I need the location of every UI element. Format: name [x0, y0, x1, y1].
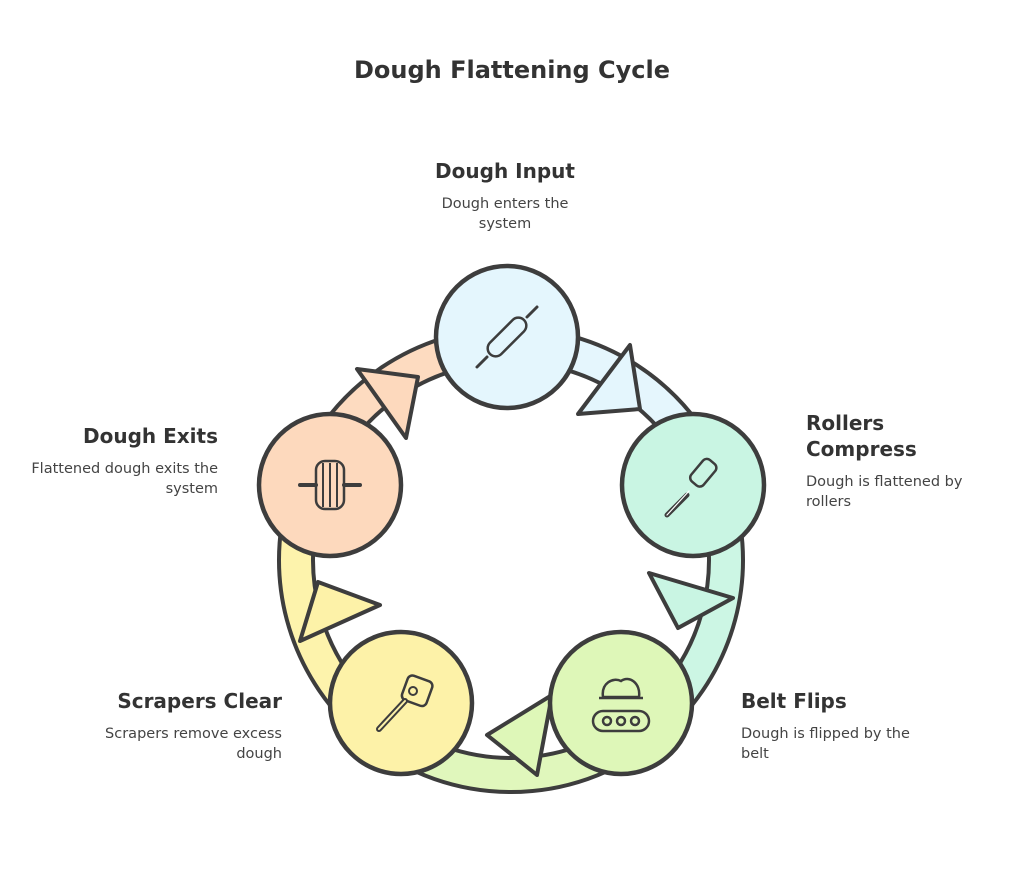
- conveyor-belt-icon: [591, 677, 651, 733]
- cycle-nodes: [256, 263, 767, 777]
- step-description: Scrapers remove excess dough: [105, 726, 282, 762]
- step-node: [547, 629, 695, 777]
- step-title: Dough Input: [435, 159, 575, 183]
- step-node: [327, 629, 475, 777]
- step-title: Belt Flips: [741, 689, 847, 713]
- diagram-title: Dough Flattening Cycle: [353, 56, 671, 84]
- step-label-dough-exits: Dough Exits Flattened dough exits the sy…: [18, 423, 218, 499]
- flow-arrowhead: [355, 367, 420, 440]
- rolling-pin-icon: [475, 305, 539, 369]
- step-label-dough-input: Dough Input Dough enters the system: [405, 158, 605, 234]
- cycle-arrows: [298, 343, 735, 777]
- step-node-circle: [433, 263, 581, 411]
- step-label-belt-flips: Belt Flips Dough is flipped by the belt: [741, 688, 941, 764]
- step-description: Dough enters the system: [441, 196, 569, 232]
- step-label-rollers-compress: Rollers Compress Dough is flattened by r…: [806, 410, 996, 512]
- flow-arrowhead: [647, 571, 735, 630]
- step-title: Rollers Compress: [806, 411, 917, 461]
- step-description: Dough is flattened by rollers: [806, 474, 963, 510]
- roller-wheel-icon: [298, 459, 362, 511]
- flow-arrowhead: [298, 580, 382, 643]
- step-description: Flattened dough exits the system: [31, 461, 218, 497]
- step-title: Scrapers Clear: [117, 689, 282, 713]
- step-node: [256, 411, 404, 559]
- step-node: [433, 263, 581, 411]
- step-description: Dough is flipped by the belt: [741, 726, 910, 762]
- flow-arrowhead: [485, 693, 554, 777]
- step-node: [619, 411, 767, 559]
- scraper-icon: [376, 674, 434, 732]
- step-title: Dough Exits: [83, 424, 218, 448]
- lint-roller-icon: [664, 457, 718, 518]
- step-node-circle: [547, 629, 695, 777]
- step-node-circle: [619, 411, 767, 559]
- flow-arrowhead: [576, 343, 642, 416]
- step-label-scrapers-clear: Scrapers Clear Scrapers remove excess do…: [82, 688, 282, 764]
